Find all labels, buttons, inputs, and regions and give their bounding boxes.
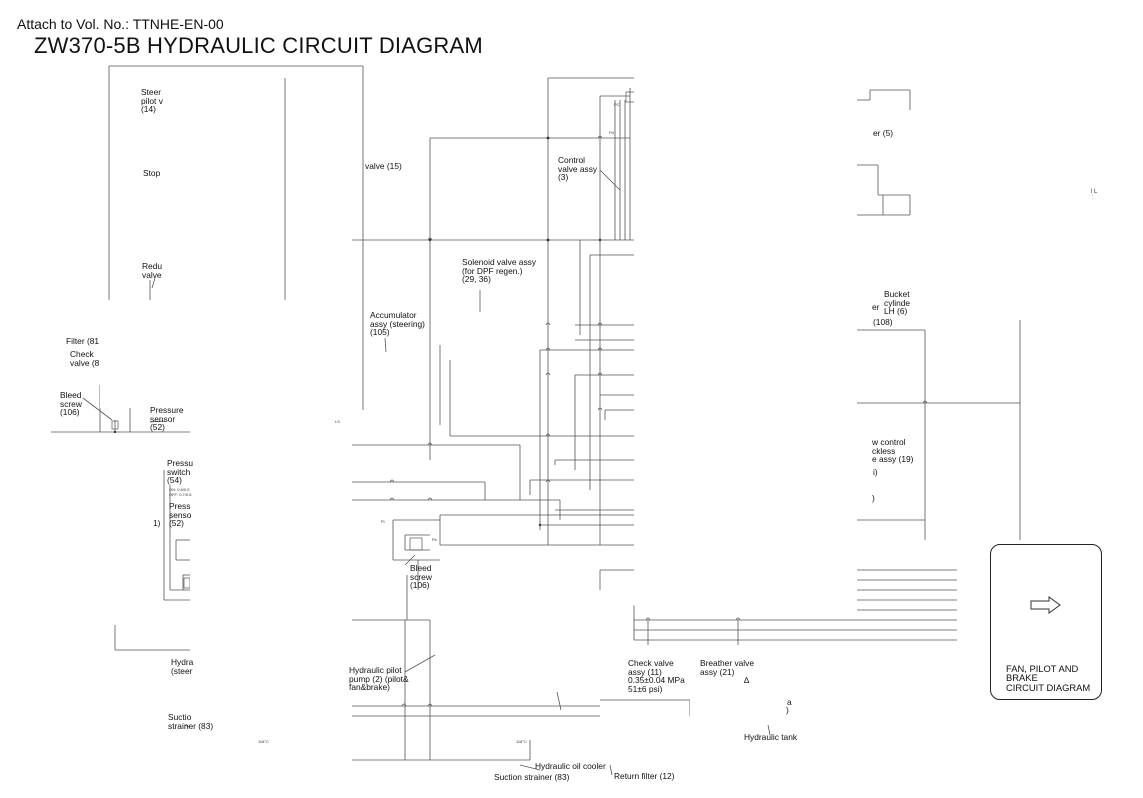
circuit-diagram-link-panel[interactable] — [990, 544, 1102, 700]
label-bleed-screw-left: Bleed screw (106) — [60, 390, 82, 418]
label-flow-control: w control ckless e assy (19) — [872, 437, 914, 465]
blank-region-left — [100, 300, 352, 408]
blank-region-left-lower — [190, 408, 352, 798]
label-check-valve-center: Check valve assy (11) 0.35±0.04 MPa 51±6… — [628, 658, 685, 694]
label-pa-fragment: a — [787, 697, 792, 707]
label-pc: PC — [614, 102, 620, 107]
label-pi: Pi — [381, 519, 385, 524]
label-pressure-sensor-mid: Press senso (52) — [169, 501, 192, 529]
circuit-diagram-link-label[interactable]: FAN, PILOT AND BRAKE CIRCUIT DIAGRAM — [1006, 663, 1091, 693]
label-return-filter: Return filter (12) — [614, 771, 675, 781]
label-dpf-on-off: ON: 0.6/0.5 OFF: 0.7/0.6 — [169, 487, 192, 497]
label-temp-center: 118°C — [516, 739, 527, 744]
label-pilot-pump: Hydraulic pilot pump (2) (pilot& fan&bra… — [349, 665, 409, 693]
label-ls: LS — [335, 419, 340, 424]
label-steering-pilot-valve: Steer pilot v (14) — [141, 87, 163, 115]
label-temp-left: 118°C — [258, 739, 269, 744]
label-accumulator: Accumulator assy (steering) (105) — [370, 310, 425, 338]
label-pressure-sensor-top: Pressure sensor (52) — [150, 405, 184, 433]
label-control-valve: Control valve assy (3) — [558, 155, 598, 183]
label-bucket-er: er — [872, 302, 880, 312]
diagram-title: ZW370-5B HYDRAULIC CIRCUIT DIAGRAM — [34, 33, 483, 58]
label-left-1: 1) — [153, 518, 161, 528]
label-hydraulic-tank-steering: Hydra (steer — [171, 657, 194, 676]
label-hydraulic-tank: Hydraulic tank — [744, 732, 798, 742]
label-suction-strainer-bottom: Suction strainer (83) — [494, 772, 570, 782]
label-check-valve-left: Check valve (8 — [70, 349, 100, 368]
blank-region-center-right — [634, 76, 857, 606]
label-hydraulic-oil-cooler: Hydraulic oil cooler — [535, 761, 606, 771]
label-filter: Filter (81 — [66, 336, 100, 346]
label-small-paren: ) — [786, 705, 789, 715]
label-108: (108) — [873, 317, 893, 327]
label-edge-colon: : — [1092, 195, 1094, 201]
label-edge-l: l L — [1091, 189, 1098, 195]
label-paren-i: i) — [873, 467, 878, 477]
attach-volume-label: Attach to Vol. No.: TTNHE-EN-00 — [17, 16, 224, 32]
label-breather-valve: Breather valve assy (21) — [700, 658, 754, 677]
label-reducing-valve: Redu valve — [142, 261, 163, 280]
label-er-5: er (5) — [873, 128, 894, 138]
label-pd: Pd — [609, 130, 614, 135]
label-valve-15: valve (15) — [365, 161, 402, 171]
blank-region-right-lower — [690, 650, 890, 720]
label-stop: Stop — [143, 168, 161, 178]
label-suction-strainer-left: Suctio strainer (83) — [168, 712, 214, 731]
label-solenoid-valve: Solenoid valve assy (for DPF regen.) (29… — [462, 257, 537, 285]
label-bucket-cylinder: Bucket cylinde LH (6) — [884, 289, 911, 317]
label-ps: Ps — [432, 537, 437, 542]
arrow-right-icon[interactable] — [1030, 596, 1062, 614]
label-bleed-screw-center: Bleed screw (106) — [410, 563, 432, 591]
label-paren-close: ) — [872, 493, 875, 503]
label-delta-mark: ∆ — [744, 675, 750, 685]
label-pressure-switch: Pressu switch (54) — [167, 458, 194, 486]
